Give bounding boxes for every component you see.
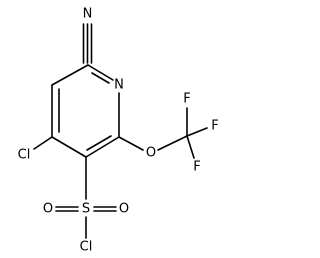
ring-bond-c3-c4 bbox=[51, 136, 87, 158]
bond-cf3-f-lower bbox=[186, 135, 195, 159]
atom-label-sulfonyl-cl: Cl bbox=[80, 240, 93, 255]
atom-label-ring-n: N bbox=[114, 78, 124, 93]
atom-label-ether-o: O bbox=[146, 146, 156, 161]
atom-label-sulfonyl-o-left: O bbox=[43, 202, 53, 217]
bonds bbox=[33, 23, 208, 239]
atom-label-sulfonyl-s: S bbox=[82, 202, 90, 217]
atom-label-f-right: F bbox=[211, 119, 218, 134]
atom-label-f-lower: F bbox=[193, 160, 200, 175]
atom-label-ring-cl: Cl bbox=[18, 148, 31, 163]
chemical-structure-diagram: N N O F F F Cl S O O Cl bbox=[18, 7, 219, 255]
ring-bond-c2-c3 bbox=[85, 136, 120, 158]
ring-bond-c5-c6 bbox=[51, 64, 89, 86]
ring-double-bond-inner-c2-c3 bbox=[86, 135, 112, 151]
atom-label-f-top: F bbox=[183, 92, 190, 107]
ring-bond-c6-n1 bbox=[87, 64, 114, 81]
bond-c2-o bbox=[118, 136, 144, 151]
bond-o-cf3 bbox=[157, 135, 188, 151]
atom-label-sulfonyl-o-right: O bbox=[119, 202, 129, 217]
ring-double-bond-inner-c6-n1 bbox=[91, 72, 110, 84]
bond-cf3-f-right bbox=[186, 127, 208, 137]
atom-label-nitrile-n: N bbox=[83, 7, 93, 22]
bond-c4-cl bbox=[33, 136, 53, 150]
atom-labels: N N O F F F Cl S O O Cl bbox=[18, 7, 219, 255]
